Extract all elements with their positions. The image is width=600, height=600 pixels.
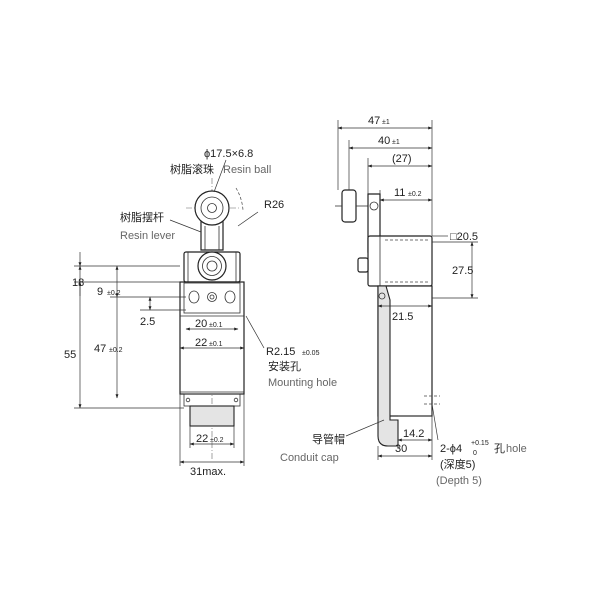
dim-w40-tol: ±1 — [392, 139, 400, 146]
resin-ball-roller — [194, 190, 230, 226]
mounting-radius: R2.15 — [266, 346, 295, 358]
dim-w14-2: 14.2 — [403, 428, 424, 440]
dim-w20-tol: ±0.1 — [209, 322, 223, 329]
hole-label-en: hole — [506, 443, 527, 455]
hole-tol-up: +0.15 — [471, 440, 489, 447]
mounting-radius-tol: ±0.05 — [302, 350, 320, 357]
dim-step: 2.5 — [140, 316, 155, 328]
roller-dim: ϕ17.5×6.8 — [204, 148, 253, 160]
dim-w21-5: 21.5 — [392, 311, 413, 323]
dim-w47-tol: ±1 — [382, 119, 390, 126]
roller-label-en: Resin ball — [223, 164, 271, 176]
dim-hole-pitch-v: 9 — [97, 286, 103, 298]
side-roller — [341, 189, 357, 223]
dim-height: 55 — [64, 349, 76, 361]
side-conduit-cap — [377, 285, 399, 447]
lever-label-en: Resin lever — [120, 230, 175, 242]
dim-h27-5: 27.5 — [452, 265, 473, 277]
dim-w11-tol: ±0.2 — [408, 191, 422, 198]
roller-label-cn: 树脂滚珠 — [170, 162, 214, 176]
mounting-label-cn: 安装孔 — [268, 359, 301, 373]
lever-label-cn: 树脂摆杆 — [120, 210, 164, 224]
hole-depth-cn: (深度5) — [440, 457, 475, 471]
mounting-label-en: Mounting hole — [268, 377, 337, 389]
dim-w22: 22 — [195, 337, 207, 349]
bottom-cap — [189, 405, 235, 427]
dim-top-offset: 18 — [72, 277, 84, 289]
hole-tol-down: 0 — [473, 450, 477, 457]
side-view: 47 ±1 40 ±1 (27) 11 ±0.2 □20.5 27.5 21.5… — [280, 115, 527, 487]
side-head — [367, 235, 433, 287]
front-view: ϕ17.5×6.8 树脂滚珠 Resin ball 树脂摆杆 Resin lev… — [64, 148, 337, 478]
mounting-hole-right — [224, 290, 236, 304]
hole-depth-en: (Depth 5) — [436, 475, 482, 487]
conduit-label-cn: 导管帽 — [312, 432, 345, 446]
hole-spec: 2-ϕ4 — [440, 443, 462, 455]
lever-radius: R26 — [264, 199, 284, 211]
mounting-hole-left — [188, 290, 200, 304]
dim-w27: (27) — [392, 153, 412, 165]
dim-w47: 47 — [368, 115, 380, 127]
dim-w20: 20 — [195, 318, 207, 330]
dim-inner-height-tol: ±0.2 — [109, 347, 123, 354]
dim-w11: 11 — [394, 187, 405, 199]
dim-w30: 30 — [395, 443, 407, 455]
switch-body — [179, 281, 245, 395]
dim-w40: 40 — [378, 135, 390, 147]
dim-hole-pitch-v-tol: ±0.2 — [107, 290, 121, 297]
dim-width-max: 31max. — [190, 466, 226, 478]
dim-w22-tol: ±0.1 — [209, 341, 223, 348]
dim-bottom-w22-tol: ±0.2 — [210, 437, 224, 444]
dim-square: □20.5 — [450, 231, 478, 243]
hole-label-cn: 孔 — [494, 442, 505, 455]
dim-inner-height: 47 — [94, 343, 106, 355]
conduit-label-en: Conduit cap — [280, 452, 339, 464]
dim-bottom-w22: 22 — [196, 433, 208, 445]
